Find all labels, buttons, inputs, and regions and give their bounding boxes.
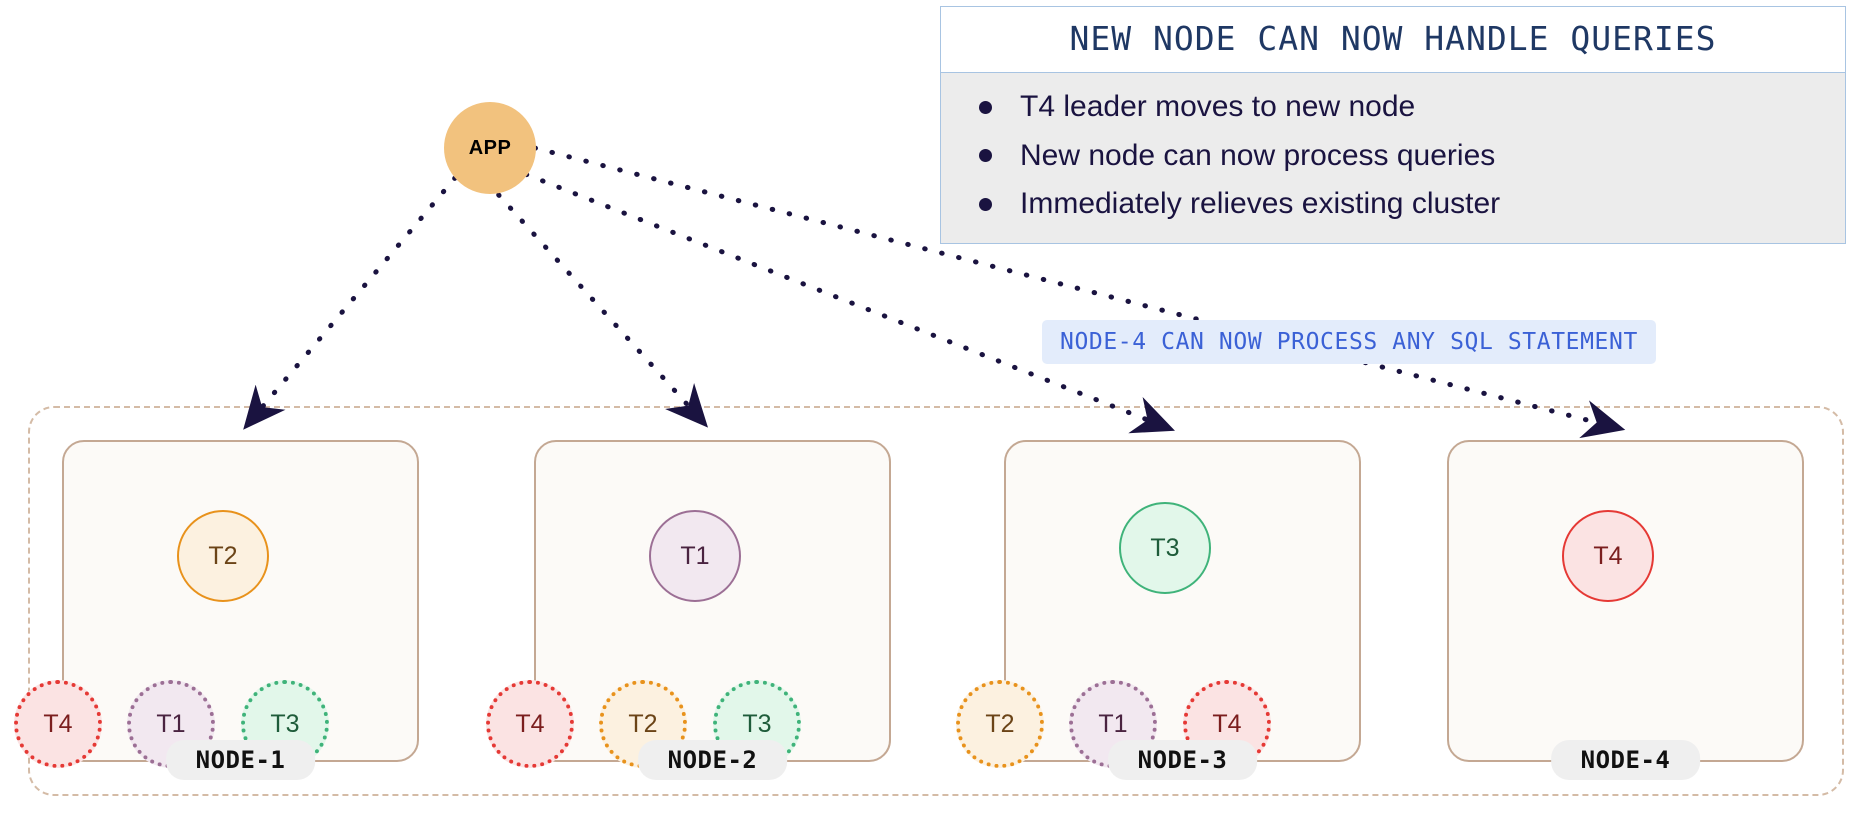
follower-tablet-label: T2	[628, 709, 658, 738]
callout-list-item: New node can now process queries	[941, 132, 1845, 181]
leader-tablet-label: T1	[680, 541, 710, 570]
node-name-pill: NODE-4	[1550, 740, 1701, 780]
leader-tablet: T4	[1562, 510, 1654, 602]
node-name-pill: NODE-2	[637, 740, 788, 780]
follower-tablet-label: T4	[1212, 709, 1242, 738]
callout-item-label: New node can now process queries	[1020, 138, 1496, 172]
callout-item-label: Immediately relieves existing cluster	[1020, 187, 1501, 220]
follower-tablet: T4	[14, 680, 102, 768]
app-node-label: APP	[468, 136, 512, 159]
leader-tablet: T1	[649, 510, 741, 602]
follower-tablet-label: T3	[270, 709, 300, 738]
node-name-pill: NODE-1	[165, 740, 316, 780]
node-name-label: NODE-3	[1137, 746, 1228, 774]
status-banner-label: NODE-4 CAN NOW PROCESS ANY SQL STATEMENT	[1060, 329, 1638, 355]
callout-list-item: Immediately relieves existing cluster	[941, 180, 1845, 229]
follower-tablet: T4	[486, 680, 574, 768]
node-name-pill: NODE-3	[1107, 740, 1258, 780]
node-name-label: NODE-2	[667, 746, 758, 774]
follower-tablet-label: T1	[1098, 709, 1128, 738]
status-banner: NODE-4 CAN NOW PROCESS ANY SQL STATEMENT	[1042, 320, 1656, 364]
follower-tablet-label: T4	[43, 709, 73, 738]
follower-tablet-label: T4	[515, 709, 545, 738]
follower-tablet-label: T2	[985, 709, 1015, 738]
node-name-label: NODE-1	[195, 746, 286, 774]
follower-tablet-label: T1	[156, 709, 186, 738]
callout-box: NEW NODE CAN NOW HANDLE QUERIES T4 leade…	[940, 6, 1846, 244]
follower-tablet: T2	[956, 680, 1044, 768]
leader-tablet-label: T4	[1593, 541, 1623, 570]
follower-tablet-label: T3	[742, 709, 772, 738]
callout-list-item: T4 leader moves to new node	[941, 83, 1845, 132]
bullet-icon	[979, 149, 992, 163]
leader-tablet-label: T2	[208, 541, 238, 570]
leader-tablet-label: T3	[1150, 533, 1180, 562]
bullet-icon	[979, 100, 992, 114]
arrow-app-to-node-2	[484, 179, 709, 428]
callout-title: NEW NODE CAN NOW HANDLE QUERIES	[941, 7, 1845, 72]
callout-item-label: T4 leader moves to new node	[1020, 90, 1416, 123]
leader-tablet: T3	[1119, 502, 1211, 594]
bullet-icon	[979, 197, 992, 211]
leader-tablet: T2	[177, 510, 269, 602]
callout-body: T4 leader moves to new node New node can…	[941, 72, 1845, 243]
app-node: APP	[444, 102, 536, 194]
arrow-app-to-node-1	[243, 175, 458, 430]
node-name-label: NODE-4	[1580, 746, 1671, 774]
